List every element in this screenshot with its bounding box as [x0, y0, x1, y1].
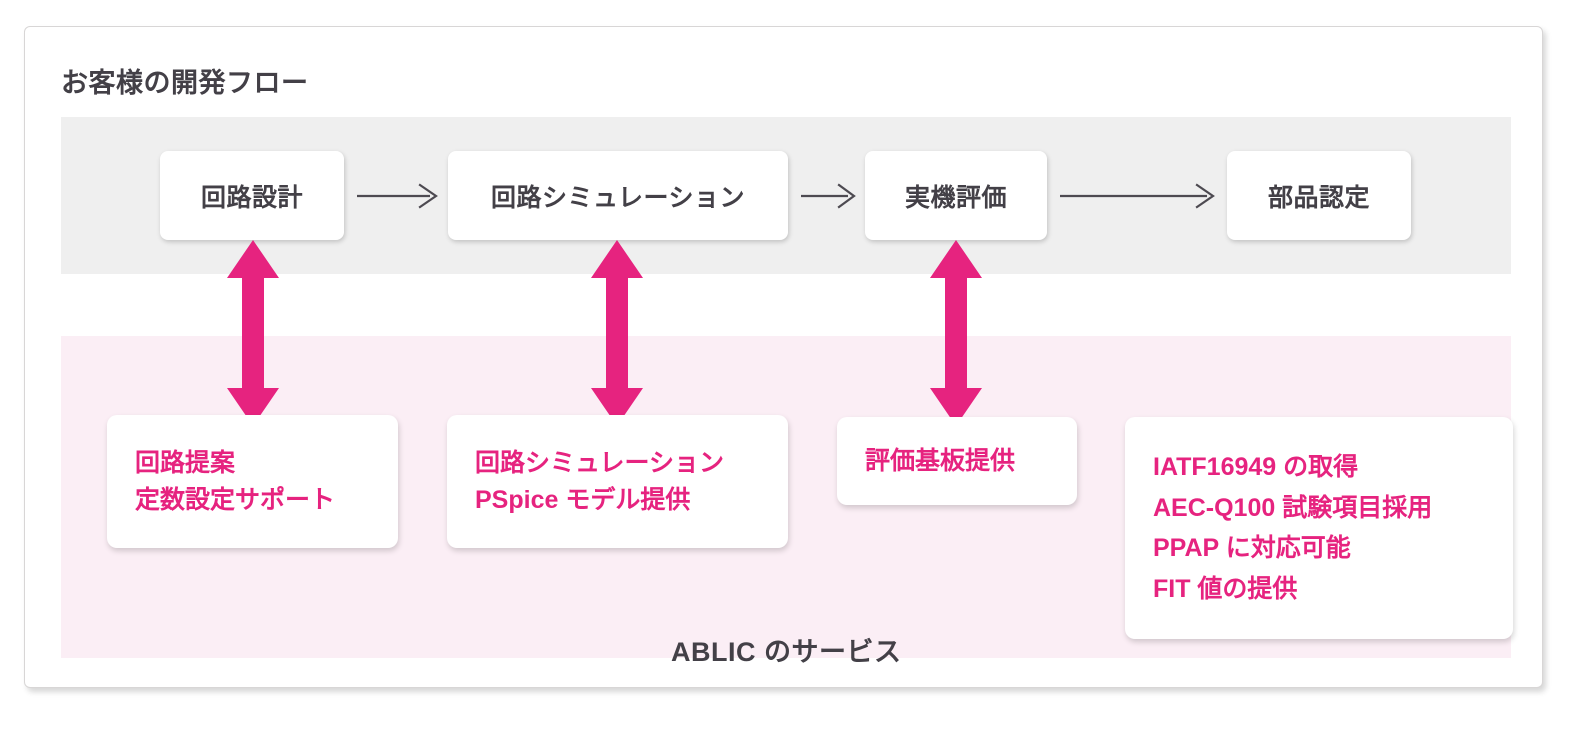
- flow-step-part-approval[interactable]: 部品認定: [1227, 151, 1411, 240]
- service-line: PPAP に対応可能: [1153, 534, 1351, 562]
- service-box-quality-certifications[interactable]: IATF16949 の取得 AEC-Q100 試験項目採用 PPAP に対応可能…: [1125, 417, 1513, 639]
- arrow-right-icon: [1060, 183, 1215, 209]
- arrow-right-icon: [357, 183, 438, 209]
- flow-step-label: 回路シミュレーション: [490, 183, 745, 212]
- service-box-circuit-proposal[interactable]: 回路提案 定数設定サポート: [107, 415, 398, 548]
- service-line: 回路シミュレーション: [475, 449, 725, 477]
- flow-step-label: 部品認定: [1267, 183, 1370, 212]
- flow-step-label: 実機評価: [904, 183, 1007, 212]
- double-arrow-vertical-icon: [591, 240, 643, 426]
- arrow-right-icon: [801, 183, 856, 209]
- service-line: AEC-Q100 試験項目採用: [1153, 493, 1433, 522]
- service-line: PSpice モデル提供: [475, 485, 691, 514]
- service-line: 回路提案: [135, 449, 236, 477]
- flow-step-actual-evaluation[interactable]: 実機評価: [865, 151, 1047, 240]
- diagram-card: お客様の開発フロー 回路設計 回路シミュレーション 実機評価 部品認定: [24, 26, 1543, 688]
- services-band-caption: ABLIC のサービス: [671, 637, 902, 667]
- flow-step-circuit-simulation[interactable]: 回路シミュレーション: [448, 151, 788, 240]
- service-line: 評価基板提供: [865, 446, 1016, 475]
- service-line: FIT 値の提供: [1153, 574, 1298, 603]
- service-line: IATF16949 の取得: [1153, 453, 1359, 481]
- service-box-evaluation-board[interactable]: 評価基板提供: [837, 417, 1077, 505]
- service-line: 定数設定サポート: [135, 485, 336, 514]
- page-title: お客様の開発フロー: [61, 68, 309, 98]
- double-arrow-vertical-icon: [930, 240, 982, 426]
- service-box-simulation-model[interactable]: 回路シミュレーション PSpice モデル提供: [447, 415, 788, 548]
- double-arrow-vertical-icon: [227, 240, 279, 426]
- flow-step-label: 回路設計: [200, 183, 303, 212]
- flow-step-circuit-design[interactable]: 回路設計: [160, 151, 344, 240]
